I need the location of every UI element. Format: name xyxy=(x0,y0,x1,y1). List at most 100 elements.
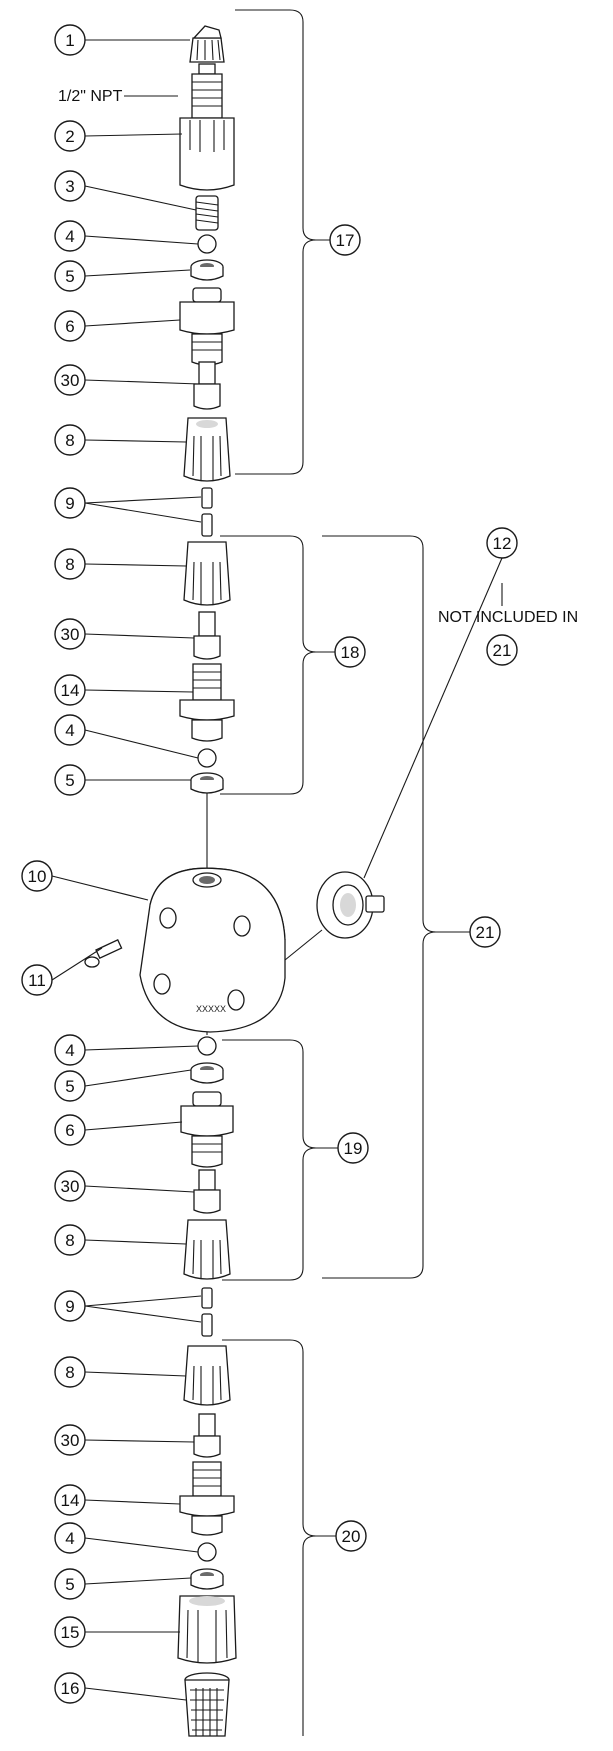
part-ball-4b xyxy=(197,748,217,768)
part-screw-11 xyxy=(84,938,123,968)
svg-text:4: 4 xyxy=(65,1041,74,1060)
svg-text:18: 18 xyxy=(341,643,360,662)
svg-text:21: 21 xyxy=(476,923,495,942)
callout-5d: 5 xyxy=(54,1568,86,1600)
svg-text:5: 5 xyxy=(65,1575,74,1594)
callout-4d: 4 xyxy=(54,1522,86,1554)
callout-8c: 8 xyxy=(54,1224,86,1256)
svg-text:8: 8 xyxy=(65,555,74,574)
part-ball-4 xyxy=(197,234,217,254)
bracket-21 xyxy=(322,535,470,1279)
callout-2: 2 xyxy=(54,120,86,152)
axis-line-diaphragm xyxy=(284,929,323,961)
svg-text:3: 3 xyxy=(65,177,74,196)
bracket-17 xyxy=(235,9,330,475)
callout-6a: 6 xyxy=(54,310,86,342)
svg-text:17: 17 xyxy=(336,231,355,250)
part-tube-9a xyxy=(201,487,213,537)
callout-20: 20 xyxy=(335,1520,367,1552)
part-valve-body-6b xyxy=(180,1091,234,1168)
svg-text:14: 14 xyxy=(61,681,80,700)
part-nut-8 xyxy=(183,417,231,482)
callout-10: 10 xyxy=(21,860,53,892)
callout-15: 15 xyxy=(54,1616,86,1648)
callout-30b: 30 xyxy=(54,618,86,650)
not-included-note: NOT INCLUDED IN xyxy=(438,609,578,626)
callout-30c: 30 xyxy=(54,1170,86,1202)
callout-5c: 5 xyxy=(54,1070,86,1102)
svg-text:8: 8 xyxy=(65,1363,74,1382)
svg-text:21: 21 xyxy=(493,641,512,660)
callout-9b: 9 xyxy=(54,1290,86,1322)
bracket-18 xyxy=(220,535,335,795)
callout-18: 18 xyxy=(334,636,366,668)
part-valve-body-14 xyxy=(179,663,235,742)
svg-text:6: 6 xyxy=(65,1121,74,1140)
callout-4b: 4 xyxy=(54,714,86,746)
callout-21-note: 21 xyxy=(486,634,518,666)
callout-8a: 8 xyxy=(54,424,86,456)
svg-text:19: 19 xyxy=(344,1139,363,1158)
pipe-thread-label: 1/2" NPT xyxy=(58,88,123,105)
svg-text:6: 6 xyxy=(65,317,74,336)
callout-8d: 8 xyxy=(54,1356,86,1388)
callout-3: 3 xyxy=(54,170,86,202)
part-nut-15 xyxy=(177,1595,237,1664)
part-nut-8d xyxy=(183,1345,231,1406)
svg-text:20: 20 xyxy=(342,1527,361,1546)
part-strainer-16 xyxy=(184,1672,230,1737)
part-seat-5d xyxy=(190,1568,224,1590)
svg-text:11: 11 xyxy=(28,971,46,990)
part-injector-body-2 xyxy=(179,63,235,191)
bracket-20 xyxy=(222,1339,336,1736)
part-nut-8c xyxy=(183,1219,231,1280)
svg-text:30: 30 xyxy=(61,1431,80,1450)
svg-text:16: 16 xyxy=(61,1679,80,1698)
callout-1: 1 xyxy=(54,24,86,56)
callout-4c: 4 xyxy=(54,1034,86,1066)
part-seat-5c xyxy=(190,1062,224,1084)
svg-text:30: 30 xyxy=(61,625,80,644)
part-insert-30 xyxy=(193,361,221,410)
part-valve-body-14b xyxy=(179,1461,235,1536)
svg-text:30: 30 xyxy=(61,371,80,390)
part-pump-head-10: XXXXX xyxy=(139,867,286,1033)
callout-30a: 30 xyxy=(54,364,86,396)
callout-5a: 5 xyxy=(54,260,86,292)
part-ball-4d xyxy=(197,1542,217,1562)
callout-30d: 30 xyxy=(54,1424,86,1456)
svg-text:5: 5 xyxy=(65,771,74,790)
svg-text:4: 4 xyxy=(65,1529,74,1548)
callout-21: 21 xyxy=(469,916,501,948)
part-valve-body-6 xyxy=(179,287,235,366)
svg-text:10: 10 xyxy=(28,867,47,886)
callout-17: 17 xyxy=(329,224,361,256)
part-diaphragm-12 xyxy=(316,871,385,939)
part-cap-1 xyxy=(189,25,225,63)
svg-text:12: 12 xyxy=(493,534,512,553)
part-spring-3 xyxy=(195,195,219,231)
leader-lines xyxy=(51,39,503,1701)
bracket-19 xyxy=(222,1039,338,1281)
callout-8b: 8 xyxy=(54,548,86,580)
part-tube-9b xyxy=(201,1287,213,1337)
svg-text:1: 1 xyxy=(65,31,74,50)
svg-text:30: 30 xyxy=(61,1177,80,1196)
callout-5b: 5 xyxy=(54,764,86,796)
svg-text:8: 8 xyxy=(65,431,74,450)
callout-9a: 9 xyxy=(54,487,86,519)
svg-text:9: 9 xyxy=(65,1297,74,1316)
callout-12: 12 xyxy=(486,527,518,559)
svg-text:15: 15 xyxy=(61,1623,80,1642)
part-ball-4c xyxy=(197,1036,217,1056)
svg-text:5: 5 xyxy=(65,1077,74,1096)
svg-text:4: 4 xyxy=(65,721,74,740)
svg-text:5: 5 xyxy=(65,267,74,286)
part-insert-30b xyxy=(193,611,221,660)
part-seat-5 xyxy=(190,259,224,281)
part-seat-5b xyxy=(190,772,224,794)
svg-text:4: 4 xyxy=(65,227,74,246)
body-mark-text: XXXXX xyxy=(196,1004,226,1014)
